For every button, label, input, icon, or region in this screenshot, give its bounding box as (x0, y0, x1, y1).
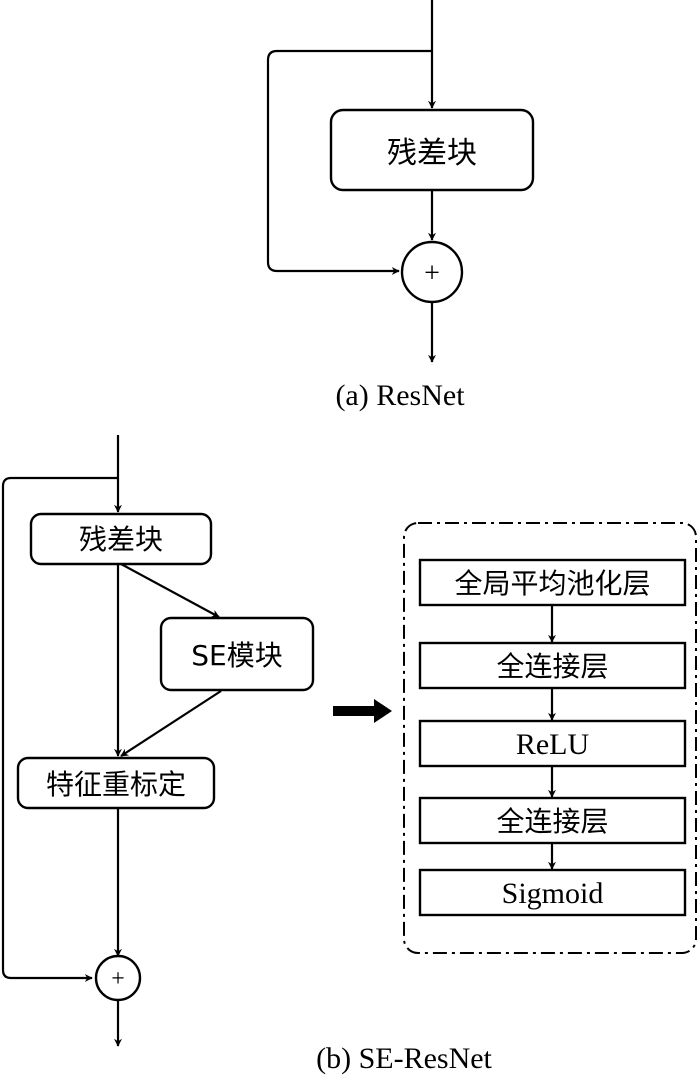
se-layer-label: 全连接层 (496, 805, 608, 838)
caption-b: (b) SE-ResNet (316, 1042, 492, 1075)
se-layer-box (418, 719, 687, 768)
se-layer-box (418, 796, 687, 845)
se-layer-box (418, 641, 687, 690)
residual-block-label: 残差块 (387, 136, 477, 171)
se-layer-label: ReLU (516, 728, 590, 761)
se-module-box (159, 616, 315, 692)
se-layer-box (418, 868, 687, 917)
se-module-label: SE模块 (191, 639, 282, 672)
recalibration-label: 特征重标定 (46, 768, 186, 801)
se-layer-label: 全局平均池化层 (454, 567, 650, 600)
resnet-diagram: 残差块 + (a) ResNet (266, 0, 535, 412)
se-layer-label: Sigmoid (502, 877, 604, 910)
se-layer-box (418, 558, 687, 607)
expand-arrow-shaft (333, 706, 377, 716)
skip-connection (266, 49, 432, 275)
sum-symbol-b: + (111, 966, 125, 992)
expand-arrow-icon (374, 699, 392, 723)
se-detail-panel (403, 522, 697, 954)
to-se-arrow (120, 563, 220, 618)
se-layer-label: 全连接层 (496, 650, 608, 683)
skip-connection-b (1, 476, 118, 982)
se-to-recalibration-arrow (120, 690, 222, 757)
recalibration-box (16, 756, 216, 810)
residual-block-label-b: 残差块 (79, 523, 163, 556)
caption-a: (a) ResNet (335, 379, 465, 412)
sum-symbol: + (424, 258, 440, 289)
